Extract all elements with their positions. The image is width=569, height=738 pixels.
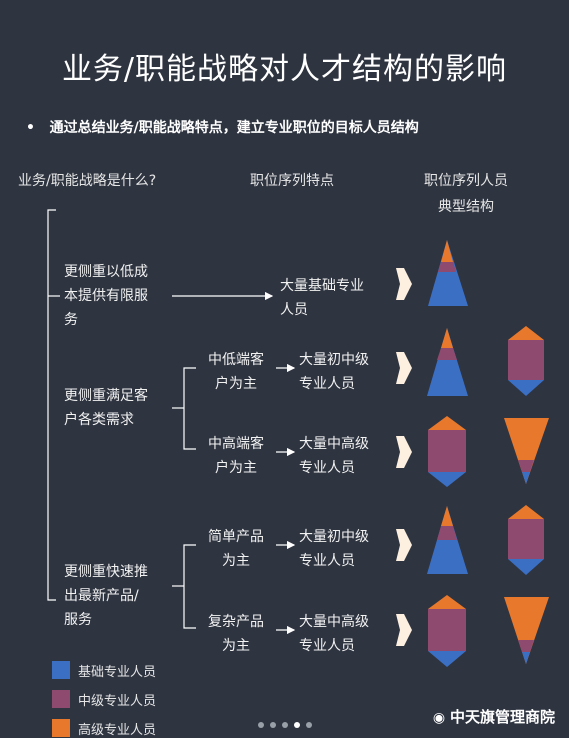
pager-dot[interactable]	[258, 722, 264, 728]
branch-line: 简单产品	[208, 529, 264, 545]
strategy-line: 本提供有限服	[64, 288, 148, 304]
hexagon-middle-heavy-3	[508, 505, 544, 575]
chevron-arrow-icon	[396, 436, 412, 468]
branch-line: 中低端客	[208, 352, 264, 368]
feature-line: 专业人员	[299, 460, 355, 476]
strategy-line: 户各类需求	[64, 412, 134, 428]
chevron-arrow-icon	[396, 268, 412, 300]
strategy-low-cost: 更侧重以低成 本提供有限服 务	[64, 260, 148, 332]
pyramid-junior-mid	[427, 328, 468, 396]
column-header-structure-line2: 典型结构	[438, 199, 494, 215]
feature-junior-mid-staff-2: 大量初中级 专业人员	[299, 525, 369, 573]
strategy-line: 更侧重以低成	[64, 264, 148, 280]
feature-line: 大量基础专业	[280, 278, 364, 294]
pyramid-basic-heavy	[428, 240, 468, 306]
feature-line: 大量中高级	[299, 436, 369, 452]
branch-simple-products: 简单产品 为主	[198, 525, 274, 573]
hexagon-middle-heavy-2	[428, 416, 466, 487]
column-header-structure-line1: 职位序列人员	[424, 173, 508, 189]
feature-junior-mid-staff-1: 大量初中级 专业人员	[299, 348, 369, 396]
branch-line: 为主	[222, 553, 250, 569]
main-bracket-line	[47, 209, 56, 601]
hexagon-middle-heavy-4	[428, 595, 466, 667]
strategy-customer-needs: 更侧重满足客 户各类需求	[64, 384, 148, 432]
column-header-strategy: 业务/职能战略是什么?	[18, 173, 157, 189]
legend-swatch-senior	[52, 719, 70, 737]
branch-bracket	[183, 544, 196, 629]
page-title: 业务/职能战略对人才结构的影响	[61, 52, 508, 87]
pyramid-junior-mid-2	[427, 506, 468, 574]
branch-complex-products: 复杂产品 为主	[198, 610, 274, 658]
strategy-line: 更侧重满足客	[64, 388, 148, 404]
intro-bullet: • 通过总结业务/职能战略特点，建立专业职位的目标人员结构	[26, 120, 419, 136]
feature-line: 大量初中级	[299, 352, 369, 368]
feature-line: 大量初中级	[299, 529, 369, 545]
strategy-line: 务	[64, 312, 78, 328]
column-header-structure: 职位序列人员 典型结构	[404, 170, 528, 216]
branch-low-mid-customers: 中低端客 户为主	[198, 348, 274, 396]
feature-line: 专业人员	[299, 638, 355, 654]
pager-dot-active[interactable]	[294, 722, 300, 728]
feature-mid-senior-staff-2: 大量中高级 专业人员	[299, 610, 369, 658]
column-header-features: 职位序列特点	[250, 173, 334, 189]
branch-line: 户为主	[215, 376, 257, 392]
strategy-fast-launch: 更侧重快速推 出最新产品/ 服务	[64, 560, 148, 632]
weibo-icon: ◉	[432, 710, 450, 726]
pager-dot[interactable]	[306, 722, 312, 728]
branch-line: 中高端客	[208, 436, 264, 452]
feature-basic-staff: 大量基础专业 人员	[280, 274, 364, 322]
branch-mid-high-customers: 中高端客 户为主	[198, 432, 274, 480]
branch-line: 复杂产品	[208, 614, 264, 630]
strategy-line: 出最新产品/	[64, 588, 139, 604]
branch-line: 户为主	[215, 460, 257, 476]
inverted-pyramid-senior-heavy-2	[504, 597, 549, 664]
feature-line: 专业人员	[299, 376, 355, 392]
chevron-arrow-icon	[396, 529, 412, 561]
hexagon-middle-heavy-1	[508, 326, 544, 396]
feature-line: 人员	[280, 302, 308, 318]
feature-line: 大量中高级	[299, 614, 369, 630]
pager-dot[interactable]	[282, 722, 288, 728]
watermark: ◉ 中天旗管理商院	[433, 706, 555, 727]
legend-swatch-middle	[52, 690, 70, 708]
pager-dot[interactable]	[270, 722, 276, 728]
branch-bracket	[183, 367, 196, 450]
legend-swatch-basic	[52, 661, 70, 679]
strategy-line: 服务	[64, 612, 92, 628]
chevron-arrow-icon	[396, 614, 412, 646]
branch-line: 为主	[222, 638, 250, 654]
inverted-pyramid-senior-heavy-1	[504, 418, 549, 484]
legend-label: 中级专业人员	[78, 694, 157, 709]
watermark-text: 中天旗管理商院	[449, 708, 555, 726]
legend-label: 基础专业人员	[78, 665, 157, 680]
feature-line: 专业人员	[299, 553, 355, 569]
feature-mid-senior-staff-1: 大量中高级 专业人员	[299, 432, 369, 480]
strategy-line: 更侧重快速推	[64, 564, 148, 580]
chevron-arrow-icon	[396, 352, 412, 384]
intro-text: 通过总结业务/职能战略特点，建立专业职位的目标人员结构	[49, 120, 419, 136]
